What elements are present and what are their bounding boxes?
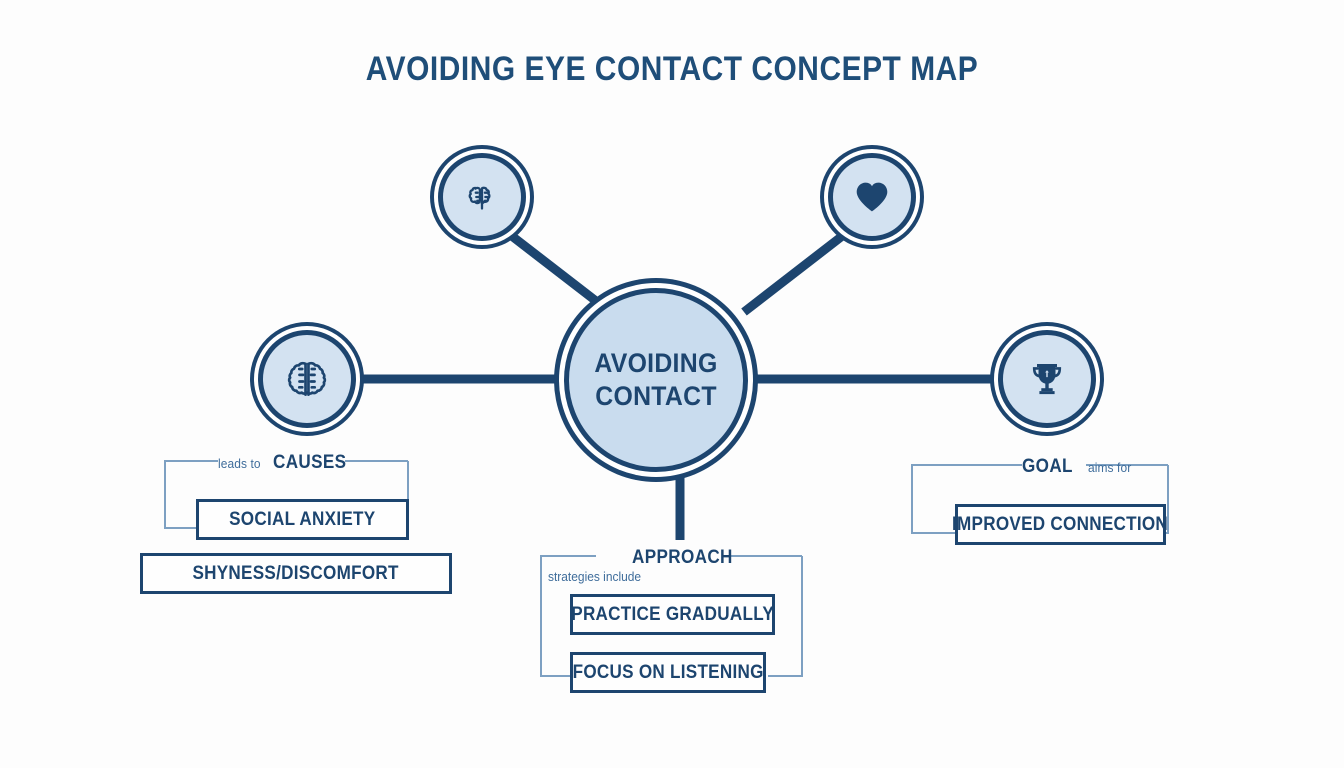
trophy-icon [1023, 355, 1071, 403]
brain-icon [282, 354, 332, 404]
branch-heading-goal: GOAL aims for [1022, 456, 1135, 478]
center-node-line-2: CONTACT [595, 381, 717, 411]
leaf-box-shyness-discomfort[interactable]: SHYNESS/DISCOMFORT [140, 553, 452, 594]
icon-node-brain[interactable] [258, 330, 356, 428]
magnifier-brain-icon [459, 174, 505, 220]
branch-relation-causes: leads to [218, 456, 261, 471]
branch-heading-causes: leads to CAUSES [218, 452, 355, 474]
leaf-box-practice-gradually[interactable]: PRACTICE GRADUALLY [570, 594, 775, 635]
branch-relation-goal: aims for [1087, 460, 1131, 475]
page-title: AVOIDING EYE CONTACT CONCEPT MAP [365, 50, 979, 88]
leaf-label-improved-connection: IMPROVED CONNECTION [952, 513, 1169, 535]
leaf-box-focus-on-listening[interactable]: FOCUS ON LISTENING [570, 652, 766, 693]
branch-heading-approach: APPROACH [632, 547, 744, 569]
icon-node-trophy[interactable] [998, 330, 1096, 428]
icon-node-heart[interactable] [828, 153, 916, 241]
leaf-label-focus-on-listening: FOCUS ON LISTENING [572, 661, 764, 683]
center-node-line-1: AVOIDING [594, 348, 718, 379]
center-node-avoiding-contact[interactable]: AVOIDING CONTACT [564, 288, 748, 472]
leaf-label-social-anxiety: SOCIAL ANXIETY [229, 508, 376, 530]
leaf-box-improved-connection[interactable]: IMPROVED CONNECTION [952, 504, 1169, 545]
leaf-label-practice-gradually: PRACTICE GRADUALLY [571, 603, 774, 625]
branch-title-goal: GOAL [1022, 456, 1073, 477]
branch-relation-approach: strategies include [548, 569, 642, 584]
icon-node-magnifier-brain[interactable] [438, 153, 526, 241]
edge-center-topright [741, 226, 853, 316]
branch-title-causes: CAUSES [273, 452, 347, 473]
branch-title-approach: APPROACH [632, 547, 733, 568]
leaf-label-shyness-discomfort: SHYNESS/DISCOMFORT [192, 562, 400, 584]
leaf-box-social-anxiety[interactable]: SOCIAL ANXIETY [196, 499, 409, 540]
heart-icon [851, 176, 893, 218]
